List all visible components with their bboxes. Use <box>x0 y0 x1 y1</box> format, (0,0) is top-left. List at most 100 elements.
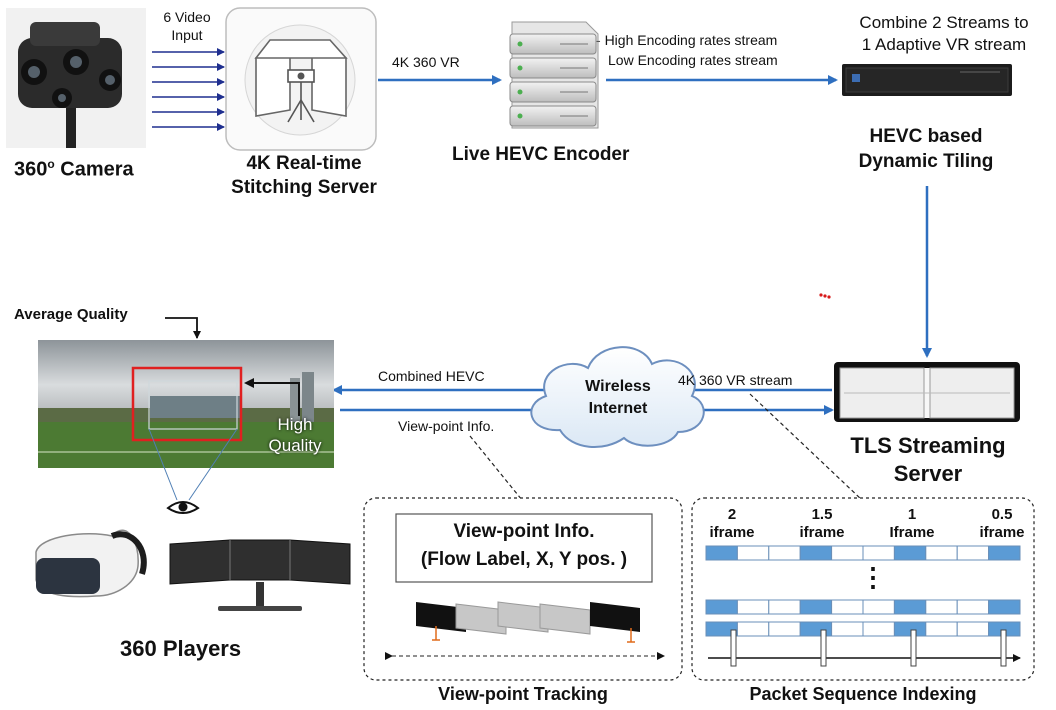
combine-streams-label: Combine 2 Streams to 1 Adaptive VR strea… <box>836 12 1052 56</box>
stream-high-label: - High Encoding rates stream <box>596 32 778 48</box>
packet-cell <box>925 545 958 561</box>
packet-col-num: 1 <box>907 506 917 523</box>
packet-col-header: 1.5 iframe <box>794 506 850 542</box>
link-4k-label: 4K 360 VR <box>392 54 460 70</box>
view-cone-right <box>188 428 238 501</box>
packet-iframe-cell <box>893 599 927 615</box>
camera-label-text: Camera <box>54 158 134 181</box>
tiling-line2: Dynamic Tiling <box>858 151 994 172</box>
tls-line2: Server <box>893 461 963 486</box>
stitching-label-line1: 4K Real-time <box>246 153 362 174</box>
packet-cell <box>956 621 990 637</box>
stitching-server-label: 4K Real-time Stitching Server <box>206 152 402 200</box>
packet-iframe-cell <box>799 621 833 637</box>
camera-label-number: 360 <box>14 158 48 181</box>
video-input-label: 6 Video Input <box>150 8 224 44</box>
packet-cell <box>831 621 864 637</box>
camera-label-degree: o <box>47 157 55 171</box>
indexing-caption: Packet Sequence Indexing <box>749 684 977 704</box>
viewpoint-info-link-label: View-point Info. <box>398 418 495 434</box>
average-quality-label: Average Quality <box>14 306 128 323</box>
packet-iframe-cell <box>705 599 738 615</box>
view-cone-left <box>148 428 178 501</box>
packet-col-header: 2 iframe <box>704 506 760 542</box>
packet-col-num: 0.5 <box>991 506 1013 523</box>
players-label: 360 Players <box>120 636 242 661</box>
tracking-box-line1: View-point Info. <box>453 521 595 542</box>
packet-iframe-cell <box>988 545 1021 561</box>
packet-iframe-cell <box>799 545 833 561</box>
leader-vr-stream <box>749 393 863 501</box>
cloud-label: Wireless Internet <box>548 376 688 420</box>
video-input-line1: 6 Video <box>163 9 211 25</box>
camera-360-icon <box>6 8 146 148</box>
tracking-box-line2: (Flow Label, X, Y pos. ) <box>420 549 628 570</box>
red-dots <box>819 293 831 299</box>
cloud-line1: Wireless <box>585 378 651 395</box>
packet-cell <box>768 545 801 561</box>
tls-server-label: TLS Streaming Server <box>822 432 1034 488</box>
packet-index-markers <box>730 629 1007 667</box>
stream-low-label: Low Encoding rates stream <box>608 52 778 68</box>
high-quality-arrow <box>244 378 300 416</box>
packet-col-type: iframe <box>979 524 1025 541</box>
video-input-line2: Input <box>171 27 203 43</box>
high-quality-line1: High <box>277 415 313 434</box>
packet-col-type: iframe <box>709 524 755 541</box>
high-quality-label: High Quality <box>256 414 334 456</box>
cloud-line2: Internet <box>588 400 648 417</box>
packet-ellipsis: ⋮ <box>860 562 886 592</box>
tracking-info-box: View-point Info. (Flow Label, X, Y pos. … <box>396 518 652 574</box>
camera-label: 360o Camera <box>14 157 134 182</box>
average-quality-arrow <box>165 317 201 339</box>
packet-col-header: 1 Iframe <box>884 506 940 542</box>
stitching-server-icon <box>225 7 377 151</box>
packet-iframe-cell <box>988 599 1021 615</box>
wireless-internet-cloud-icon <box>530 346 705 449</box>
panorama-360-image <box>38 340 334 468</box>
packet-cell <box>831 545 864 561</box>
tls-streaming-server-icon <box>834 362 1020 422</box>
packet-cell <box>956 599 990 615</box>
packet-iframe-cell <box>893 545 927 561</box>
eye-icon <box>166 501 200 514</box>
packet-col-num: 2 <box>727 506 737 523</box>
encoder-label: Live HEVC Encoder <box>452 144 630 165</box>
high-quality-line2: Quality <box>268 436 322 455</box>
packet-iframe-cell <box>799 599 833 615</box>
combine-line1: Combine 2 Streams to <box>859 13 1029 32</box>
packet-rows <box>705 545 1021 637</box>
packet-cell <box>736 545 770 561</box>
packet-col-num: 1.5 <box>811 506 833 523</box>
viewpoint-tracking-panel <box>363 497 683 681</box>
packet-iframe-cell <box>705 545 738 561</box>
packet-cell <box>768 599 801 615</box>
hevc-encoder-icon <box>509 21 599 129</box>
packet-col-type: Iframe <box>889 524 935 541</box>
tls-line1: TLS Streaming <box>850 433 1006 458</box>
packet-col-header: 0.5 iframe <box>974 506 1030 542</box>
curved-monitor-icon <box>169 539 351 611</box>
high-quality-viewport-inner <box>148 380 238 430</box>
stitching-label-line2: Stitching Server <box>231 177 377 198</box>
encoder-streams: - High Encoding rates stream Low Encodin… <box>596 30 778 70</box>
dynamic-tiling-device-icon <box>842 64 1012 96</box>
packet-cell <box>768 621 801 637</box>
packet-cell <box>736 621 770 637</box>
packet-cell <box>862 599 895 615</box>
packet-cell <box>925 599 958 615</box>
packet-cell <box>862 545 895 561</box>
packet-cell <box>956 545 990 561</box>
tracking-caption: View-point Tracking <box>438 684 608 704</box>
packet-iframe-cell <box>893 621 927 637</box>
high-quality-viewport-outer <box>131 366 243 442</box>
packet-col-type: iframe <box>799 524 845 541</box>
packet-cell <box>831 599 864 615</box>
tiling-label: HEVC based Dynamic Tiling <box>830 124 1022 174</box>
combine-line2: 1 Adaptive VR stream <box>861 35 1027 54</box>
video-input-arrows <box>152 48 225 131</box>
packet-cell <box>862 621 895 637</box>
packet-cell <box>925 621 958 637</box>
